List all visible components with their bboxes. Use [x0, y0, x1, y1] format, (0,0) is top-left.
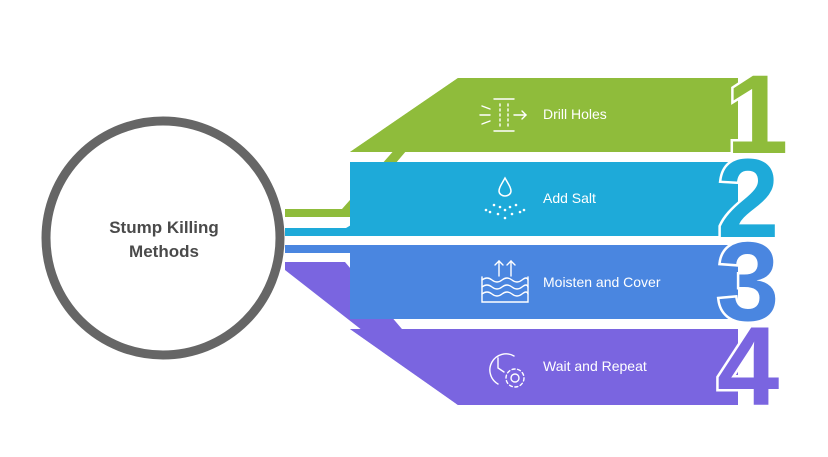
step-label-3: Moisten and Cover — [543, 274, 661, 290]
center-title: Stump Killing Methods — [58, 216, 270, 264]
step-number-1: 1 — [726, 52, 788, 177]
step-number-2: 2 — [717, 136, 779, 261]
step-number-4: 4 — [717, 304, 779, 429]
step-label-2: Add Salt — [543, 190, 596, 206]
band-3 — [350, 245, 738, 319]
drill-holes-icon — [479, 98, 527, 132]
step-number-3: 3 — [717, 219, 779, 344]
center-title-line-1: Stump Killing — [109, 218, 219, 237]
water-waves-icon — [481, 260, 529, 303]
center-title-line-2: Methods — [129, 242, 199, 261]
center-circle — [41, 116, 285, 360]
band-2 — [350, 162, 738, 236]
salt-drop-icon — [484, 176, 526, 220]
step-label-1: Drill Holes — [543, 106, 607, 122]
step-label-4: Wait and Repeat — [543, 358, 647, 374]
clock-gear-icon — [489, 353, 525, 388]
